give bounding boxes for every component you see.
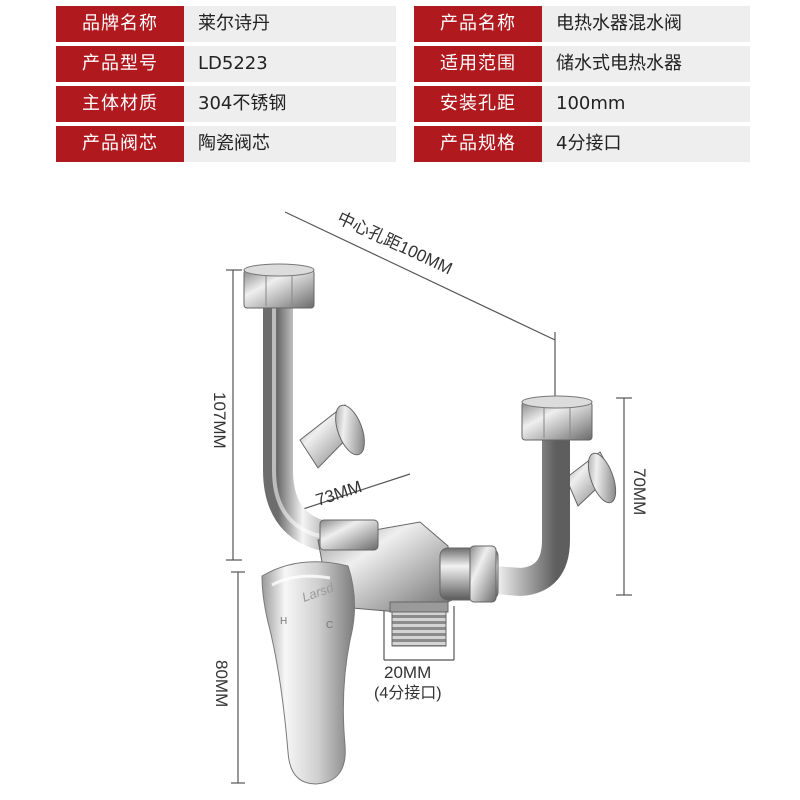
dim-handle-height: 80MM	[212, 660, 231, 707]
spec-value-valve-core: 陶瓷阀芯	[184, 126, 396, 162]
spec-label-application: 适用范围	[414, 46, 542, 82]
spec-table: 品牌名称 莱尔诗丹 产品名称 电热水器混水阀 产品型号 LD5223 适用范围 …	[56, 6, 750, 162]
spec-label-brand: 品牌名称	[56, 6, 184, 42]
dim-outlet-note: (4分接口)	[374, 684, 442, 702]
spec-gap	[396, 46, 414, 82]
spec-value-spec: 4分接口	[542, 126, 750, 162]
spec-value-material: 304不锈钢	[184, 86, 396, 122]
spec-label-model: 产品型号	[56, 46, 184, 82]
spec-label-product-name: 产品名称	[414, 6, 542, 42]
spec-value-model: LD5223	[184, 46, 396, 82]
dim-outlet: 20MM	[384, 663, 431, 682]
spec-value-hole-spacing: 100mm	[542, 86, 750, 122]
left-hex-nut	[243, 263, 315, 309]
right-pipe	[468, 440, 570, 597]
right-mount-flange	[565, 451, 617, 507]
left-mount-flange	[299, 404, 365, 469]
spec-gap	[396, 126, 414, 162]
dim-depth: 73MM	[313, 477, 364, 510]
spec-gap	[396, 6, 414, 42]
spec-label-spec: 产品规格	[414, 126, 542, 162]
spec-label-valve-core: 产品阀芯	[56, 126, 184, 162]
spec-value-product-name: 电热水器混水阀	[542, 6, 750, 42]
spec-label-material: 主体材质	[56, 86, 184, 122]
dimension-lines	[226, 211, 632, 784]
dim-left-height: 107MM	[210, 392, 229, 449]
hot-mark: H	[280, 616, 287, 627]
dim-right-height: 70MM	[630, 468, 649, 515]
right-hex-nut	[521, 395, 593, 441]
spec-label-hole-spacing: 安装孔距	[414, 86, 542, 122]
cold-mark: C	[326, 620, 333, 631]
threaded-outlet	[389, 601, 449, 647]
valve-handle	[261, 561, 356, 785]
spec-value-application: 储水式电热水器	[542, 46, 750, 82]
spec-gap	[396, 86, 414, 122]
spec-value-brand: 莱尔诗丹	[184, 6, 396, 42]
